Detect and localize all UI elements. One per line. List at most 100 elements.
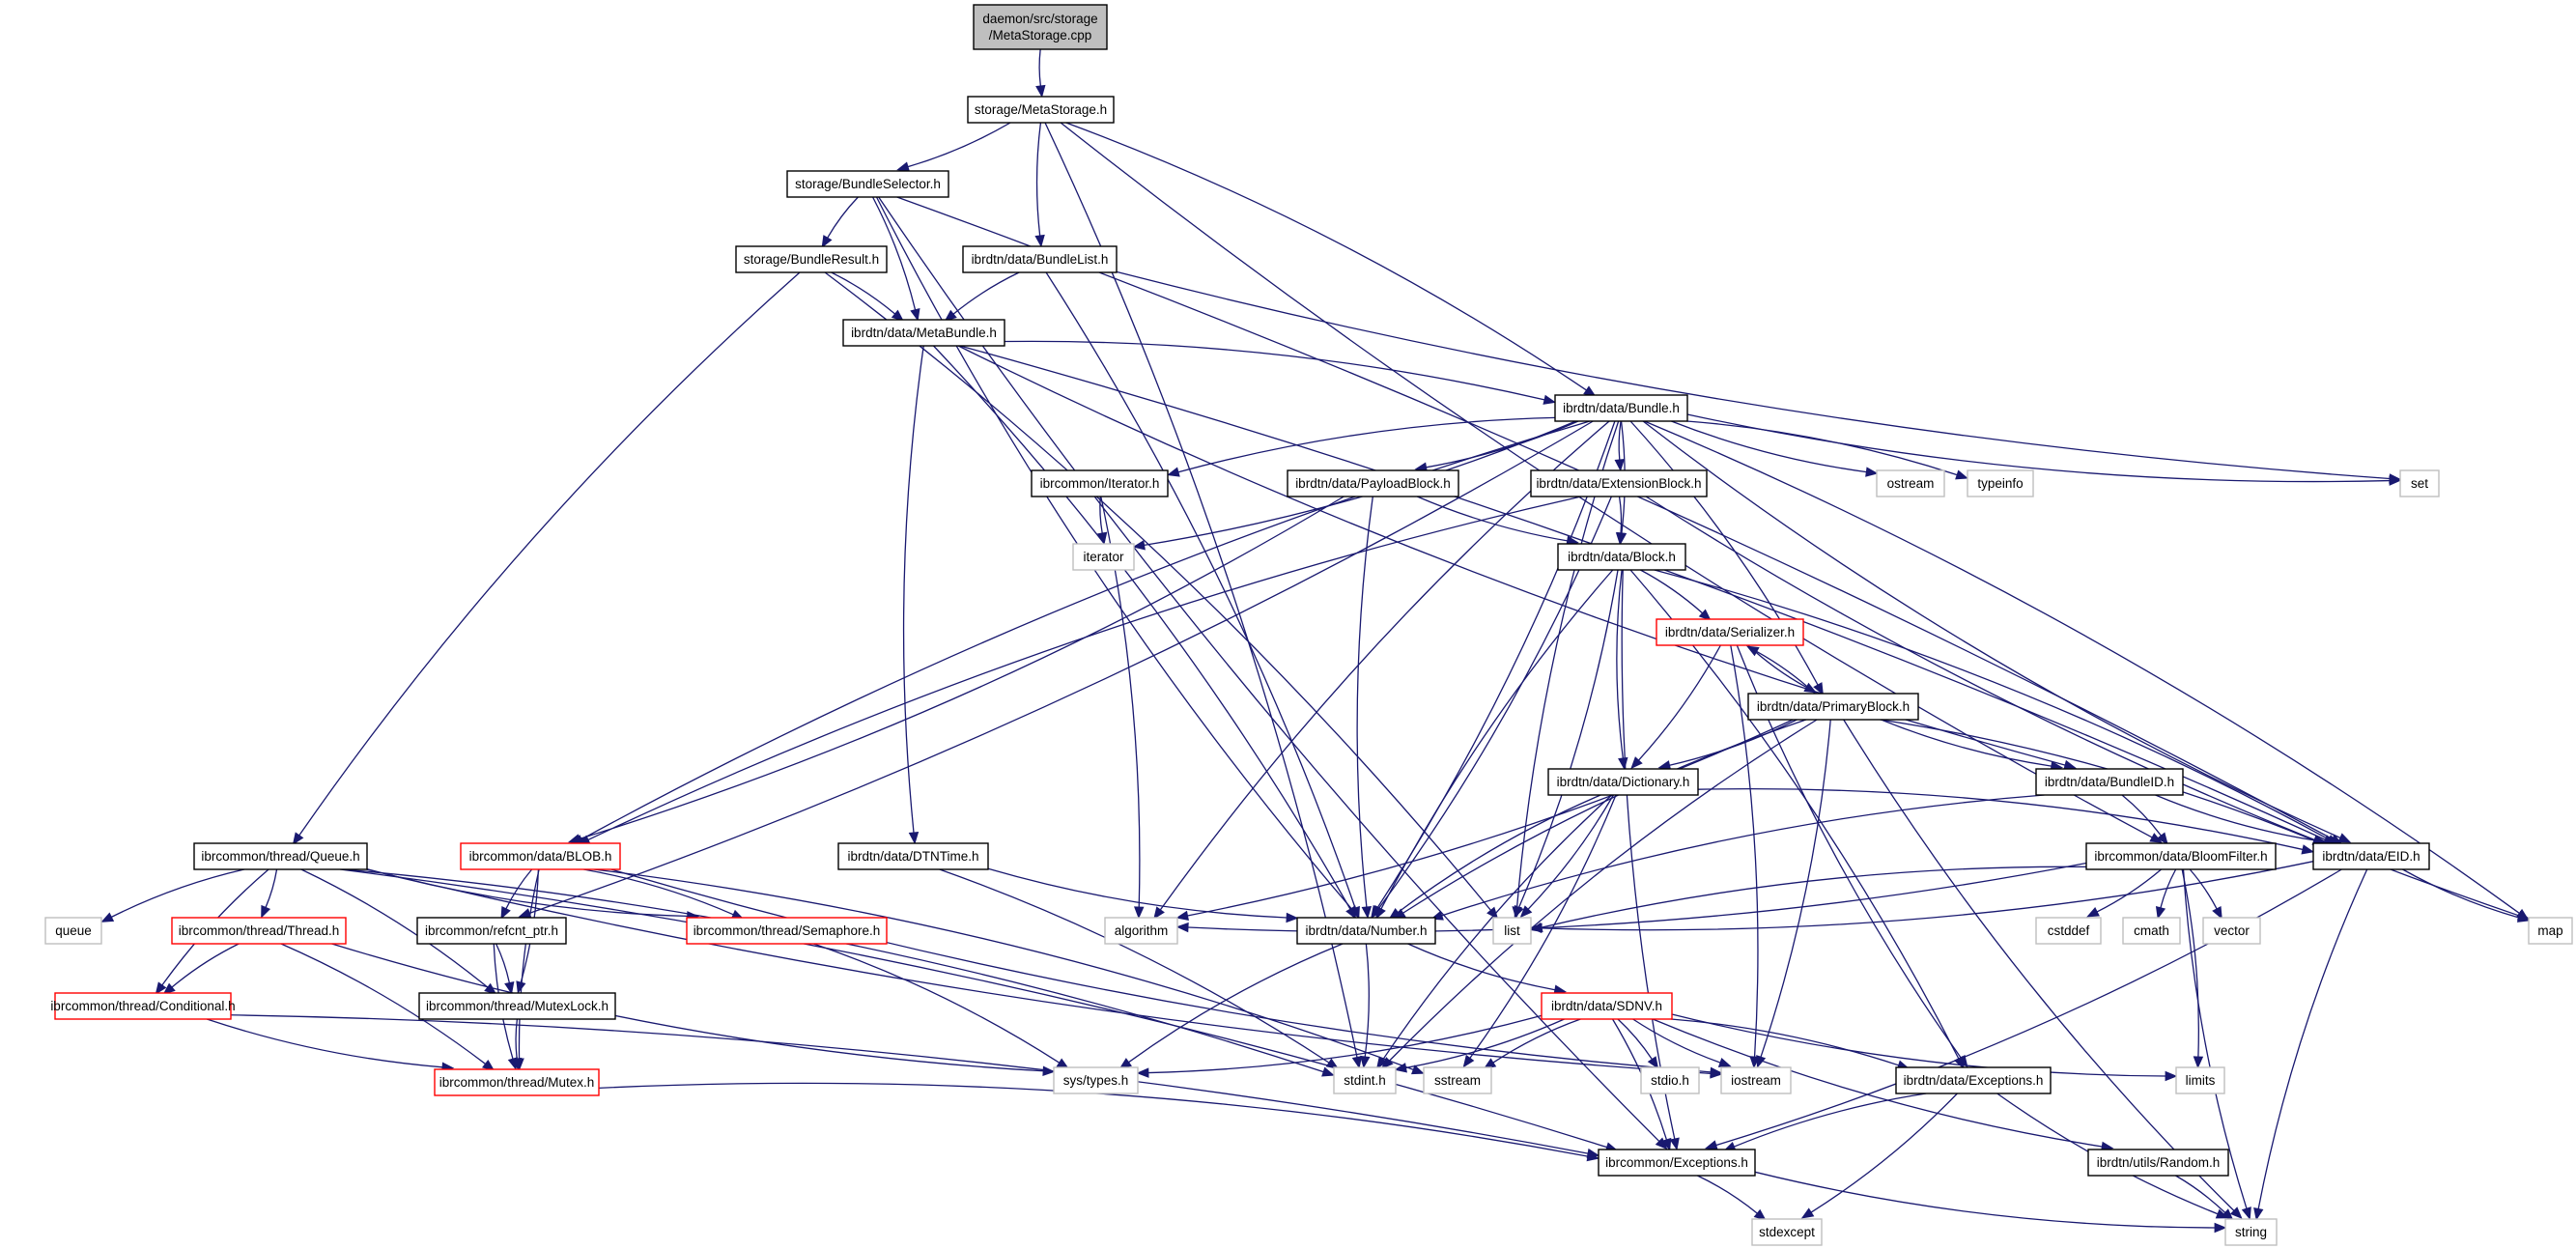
node-meta-bundle[interactable]: ibrdtn/data/MetaBundle.h bbox=[842, 319, 1005, 347]
node-mutex[interactable]: ibrcommon/thread/Mutex.h bbox=[434, 1068, 600, 1096]
arrowhead-icon bbox=[1325, 1058, 1340, 1069]
node-box bbox=[962, 245, 1118, 273]
arrowhead-icon bbox=[2165, 1070, 2178, 1082]
node-bundle-selector[interactable]: storage/BundleSelector.h bbox=[786, 170, 949, 198]
node-payload-block[interactable]: ibrdtn/data/PayloadBlock.h bbox=[1287, 469, 1459, 497]
node-sdnv[interactable]: ibrdtn/data/SDNV.h bbox=[1541, 992, 1673, 1020]
node-box bbox=[2312, 842, 2430, 870]
edge-thread-to-conditional bbox=[171, 943, 240, 988]
node-iterator[interactable]: ibrcommon/Iterator.h bbox=[1031, 469, 1169, 497]
node-extension-block[interactable]: ibrdtn/data/ExtensionBlock.h bbox=[1530, 469, 1708, 497]
node-thread[interactable]: ibrcommon/thread/Thread.h bbox=[171, 917, 347, 945]
node-label: daemon/src/storage bbox=[982, 12, 1097, 26]
arrowhead-icon bbox=[2221, 1208, 2234, 1221]
node-label: storage/BundleSelector.h bbox=[795, 177, 941, 191]
edge-sdnv-to-stdint bbox=[1405, 1018, 1565, 1069]
edge-block-to-serializer bbox=[1640, 569, 1704, 614]
edge-queue-to-common-exceptions bbox=[339, 868, 1607, 1149]
node-iostream: iostream bbox=[1720, 1066, 1792, 1094]
node-semaphore[interactable]: ibrcommon/thread/Semaphore.h bbox=[686, 917, 888, 945]
node-root[interactable]: daemon/src/storage/MetaStorage.cpp bbox=[973, 4, 1108, 50]
node-number[interactable]: ibrdtn/data/Number.h bbox=[1296, 917, 1436, 945]
node-label: ibrdtn/data/Block.h bbox=[1568, 550, 1676, 564]
edge-sdnv-to-random bbox=[1652, 1018, 2103, 1148]
node-data-exceptions[interactable]: ibrdtn/data/Exceptions.h bbox=[1895, 1066, 2052, 1094]
edge-bundle-selector-to-bundle-result bbox=[827, 196, 859, 239]
node-box bbox=[2175, 1066, 2225, 1094]
edge-meta-bundle-to-number bbox=[933, 345, 1351, 910]
node-sstream: sstream bbox=[1423, 1066, 1492, 1094]
edge-bundle-to-payload-block bbox=[1426, 420, 1579, 468]
arrowhead-icon bbox=[896, 161, 910, 172]
arrowhead-icon bbox=[1035, 84, 1046, 99]
node-dtntime[interactable]: ibrdtn/data/DTNTime.h bbox=[837, 842, 989, 870]
node-label: stdio.h bbox=[1651, 1073, 1689, 1088]
node-serializer[interactable]: ibrdtn/data/Serializer.h bbox=[1656, 618, 1804, 646]
edge-sdnv-to-systypes bbox=[1147, 1014, 1543, 1074]
node-bundle-list[interactable]: ibrdtn/data/BundleList.h bbox=[962, 245, 1118, 273]
node-refcnt-ptr[interactable]: ibrcommon/refcnt_ptr.h bbox=[416, 917, 567, 945]
arrowhead-icon bbox=[518, 908, 532, 919]
arrowhead-icon bbox=[1543, 394, 1557, 405]
arrowhead-icon bbox=[1710, 1066, 1723, 1078]
node-queue[interactable]: ibrcommon/thread/Queue.h bbox=[193, 842, 368, 870]
node-label: ibrdtn/data/PayloadBlock.h bbox=[1295, 476, 1451, 491]
node-bloom-filter[interactable]: ibrcommon/data/BloomFilter.h bbox=[2085, 842, 2277, 870]
edge-bundle-to-set bbox=[1686, 413, 2391, 483]
node-label: limits bbox=[2186, 1073, 2216, 1088]
edge-block-to-list bbox=[1517, 569, 1619, 908]
arrowhead-icon bbox=[1803, 682, 1818, 694]
edge-common-exceptions-to-string bbox=[1754, 1171, 2216, 1229]
node-dictionary[interactable]: ibrdtn/data/Dictionary.h bbox=[1547, 768, 1699, 796]
edge-eid-to-common-exceptions bbox=[1715, 868, 2342, 1147]
node-bundle-result[interactable]: storage/BundleResult.h bbox=[735, 245, 888, 273]
arrowhead-icon bbox=[1096, 531, 1108, 546]
arrowhead-icon bbox=[1375, 906, 1386, 920]
edge-block-to-common-exceptions bbox=[1621, 569, 1676, 1140]
arrowhead-icon bbox=[2214, 1222, 2227, 1234]
node-typeinfo: typeinfo bbox=[1967, 469, 2034, 497]
edge-bundle-to-iterator bbox=[1177, 416, 1556, 473]
arrowhead-icon bbox=[1865, 467, 1879, 477]
node-meta-storage[interactable]: storage/MetaStorage.h bbox=[967, 96, 1115, 124]
node-mutex-lock[interactable]: ibrcommon/thread/MutexLock.h bbox=[418, 992, 616, 1020]
arrowhead-icon bbox=[1132, 540, 1146, 551]
node-primary-block[interactable]: ibrdtn/data/PrimaryBlock.h bbox=[1747, 693, 1919, 721]
edge-bundle-to-ostream bbox=[1671, 420, 1867, 473]
node-box bbox=[1640, 1066, 1700, 1094]
node-box bbox=[1554, 394, 1688, 422]
edge-number-to-sdnv bbox=[1407, 943, 1556, 991]
edge-bundle-result-to-list bbox=[824, 271, 1491, 911]
node-blob[interactable]: ibrcommon/data/BLOB.h bbox=[460, 842, 621, 870]
edge-block-to-dictionary bbox=[1616, 569, 1624, 759]
edge-data-exceptions-to-common-exceptions bbox=[1734, 1093, 1927, 1148]
arrowhead-icon bbox=[1529, 923, 1543, 934]
edge-bundle-selector-to-eid bbox=[896, 196, 2334, 840]
edge-dictionary-to-eid bbox=[1697, 788, 2304, 851]
edge-bundle-id-to-bloom-filter bbox=[2121, 794, 2162, 837]
arrowhead-icon bbox=[1375, 1056, 1388, 1069]
node-label: ibrcommon/data/BloomFilter.h bbox=[2094, 849, 2267, 864]
node-label: ibrdtn/utils/Random.h bbox=[2097, 1155, 2221, 1170]
node-bundle-id[interactable]: ibrdtn/data/BundleID.h bbox=[2035, 768, 2184, 796]
edge-bloom-filter-to-limits bbox=[2181, 868, 2200, 1058]
node-stdio: stdio.h bbox=[1640, 1066, 1700, 1094]
node-block[interactable]: ibrdtn/data/Block.h bbox=[1557, 543, 1686, 571]
node-bundle[interactable]: ibrdtn/data/Bundle.h bbox=[1554, 394, 1688, 422]
node-box bbox=[2085, 842, 2277, 870]
node-label: iostream bbox=[1731, 1073, 1781, 1088]
node-algorithm: algorithm bbox=[1104, 917, 1178, 945]
arrowhead-icon bbox=[1813, 682, 1824, 695]
arrowhead-icon bbox=[1698, 609, 1712, 621]
node-box bbox=[1895, 1066, 2052, 1094]
node-box bbox=[1492, 917, 1532, 945]
arrowhead-icon bbox=[1756, 1055, 1767, 1068]
node-common-exceptions[interactable]: ibrcommon/Exceptions.h bbox=[1598, 1149, 1756, 1177]
node-eid[interactable]: ibrdtn/data/EID.h bbox=[2312, 842, 2430, 870]
node-label: ibrcommon/Iterator.h bbox=[1040, 476, 1160, 491]
node-conditional[interactable]: ibrcommon/thread/Conditional.h bbox=[50, 992, 236, 1020]
node-random[interactable]: ibrdtn/utils/Random.h bbox=[2087, 1149, 2229, 1177]
node-label: ibrcommon/thread/Mutex.h bbox=[439, 1075, 595, 1090]
node-box bbox=[786, 170, 949, 198]
edge-bloom-filter-to-string bbox=[2182, 868, 2248, 1209]
